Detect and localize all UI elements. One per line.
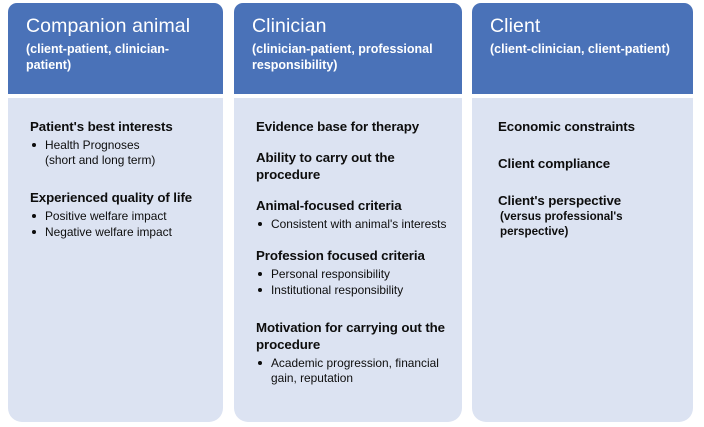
list-item-label: Positive welfare impact bbox=[45, 209, 167, 223]
card-body-companion-animal: Patient's best interests Health Prognose… bbox=[8, 98, 223, 422]
bullet-dot-icon bbox=[32, 143, 36, 147]
section-experienced-quality-of-life: Experienced quality of life Positive wel… bbox=[30, 189, 213, 240]
section-animal-focused-criteria: Animal-focused criteria Consistent with … bbox=[256, 197, 452, 232]
section-spacer bbox=[256, 135, 452, 149]
section-spacer bbox=[498, 135, 683, 155]
header-title-clinician: Clinician bbox=[252, 15, 327, 37]
bullet-dot-icon bbox=[258, 361, 262, 365]
section-clients-perspective: Client's perspective (versus professiona… bbox=[498, 192, 683, 239]
list-item-label: Personal responsibility bbox=[271, 267, 390, 281]
list-item: Personal responsibility bbox=[256, 267, 452, 282]
column-clinician: Clinician (clinician-patient, profession… bbox=[234, 3, 462, 422]
bullet-dot-icon bbox=[258, 272, 262, 276]
bullet-list: Academic progression, financial gain, re… bbox=[256, 356, 452, 386]
section-title: Patient's best interests bbox=[30, 119, 173, 134]
section-title: Client's perspective bbox=[498, 193, 622, 208]
bullet-list: Consistent with animal's interests bbox=[256, 217, 452, 232]
bullet-dot-icon bbox=[258, 222, 262, 226]
section-spacer bbox=[30, 169, 213, 189]
section-economic-constraints: Economic constraints bbox=[498, 118, 683, 135]
list-item-label: Institutional responsibility bbox=[271, 283, 404, 297]
section-motivation-for-carrying-out-the-procedure: Motivation for carrying out the procedur… bbox=[256, 319, 452, 386]
bullet-list: Positive welfare impact Negative welfare… bbox=[30, 209, 213, 240]
header-subtitle-companion-animal: (client-patient, clinician-patient) bbox=[26, 42, 170, 72]
section-client-compliance: Client compliance bbox=[498, 155, 683, 172]
card-header-client: Client (client-clinician, client-patient… bbox=[472, 3, 693, 94]
list-item: Academic progression, financial gain, re… bbox=[256, 356, 452, 386]
card-header-clinician: Clinician (clinician-patient, profession… bbox=[234, 3, 462, 94]
section-title: Animal-focused criteria bbox=[256, 198, 402, 213]
section-title: Ability to carry out the procedure bbox=[256, 150, 395, 182]
section-subtitle: (versus professional's perspective) bbox=[500, 210, 623, 238]
list-item-label: Negative welfare impact bbox=[45, 225, 172, 239]
bullet-list: Health Prognoses (short and long term) bbox=[30, 138, 213, 168]
header-subtitle-clinician: (clinician-patient, professional respons… bbox=[252, 42, 433, 72]
card-header-companion-animal: Companion animal (client-patient, clinic… bbox=[8, 3, 223, 94]
list-item: Positive welfare impact bbox=[30, 209, 213, 224]
section-spacer bbox=[498, 172, 683, 192]
section-ability-to-carry-out-the-procedure: Ability to carry out the procedure bbox=[256, 149, 452, 183]
section-title: Client compliance bbox=[498, 156, 611, 171]
section-spacer bbox=[256, 183, 452, 197]
card-body-client: Economic constraints Client compliance C… bbox=[472, 98, 693, 422]
header-title-companion-animal: Companion animal bbox=[26, 15, 191, 37]
list-item: Consistent with animal's interests bbox=[256, 217, 452, 232]
section-title: Profession focused criteria bbox=[256, 248, 425, 263]
section-spacer bbox=[256, 233, 452, 247]
list-item-label: Health Prognoses bbox=[45, 138, 140, 152]
list-item-label: Academic progression, financial gain, re… bbox=[271, 356, 439, 385]
card-body-clinician: Evidence base for therapy Ability to car… bbox=[234, 98, 462, 422]
column-client: Client (client-clinician, client-patient… bbox=[472, 3, 693, 422]
bullet-dot-icon bbox=[258, 288, 262, 292]
section-title: Evidence base for therapy bbox=[256, 119, 420, 134]
section-title: Motivation for carrying out the procedur… bbox=[256, 320, 445, 352]
section-patients-best-interests: Patient's best interests Health Prognose… bbox=[30, 118, 213, 168]
bullet-dot-icon bbox=[32, 214, 36, 218]
section-title: Experienced quality of life bbox=[30, 190, 193, 205]
list-item: Institutional responsibility bbox=[256, 283, 452, 298]
column-companion-animal: Companion animal (client-patient, clinic… bbox=[8, 3, 223, 422]
section-evidence-base-for-therapy: Evidence base for therapy bbox=[256, 118, 452, 135]
header-subtitle-client: (client-clinician, client-patient) bbox=[490, 42, 670, 56]
section-title: Economic constraints bbox=[498, 119, 635, 134]
list-item: Health Prognoses (short and long term) bbox=[30, 138, 213, 168]
list-item-label: Consistent with animal's interests bbox=[271, 217, 447, 231]
section-spacer bbox=[256, 299, 452, 319]
bullet-list: Personal responsibility Institutional re… bbox=[256, 267, 452, 298]
header-title-client: Client bbox=[490, 15, 541, 37]
section-profession-focused-criteria: Profession focused criteria Personal res… bbox=[256, 247, 452, 298]
list-item-continuation: (short and long term) bbox=[45, 153, 156, 167]
list-item: Negative welfare impact bbox=[30, 225, 213, 240]
bullet-dot-icon bbox=[32, 230, 36, 234]
